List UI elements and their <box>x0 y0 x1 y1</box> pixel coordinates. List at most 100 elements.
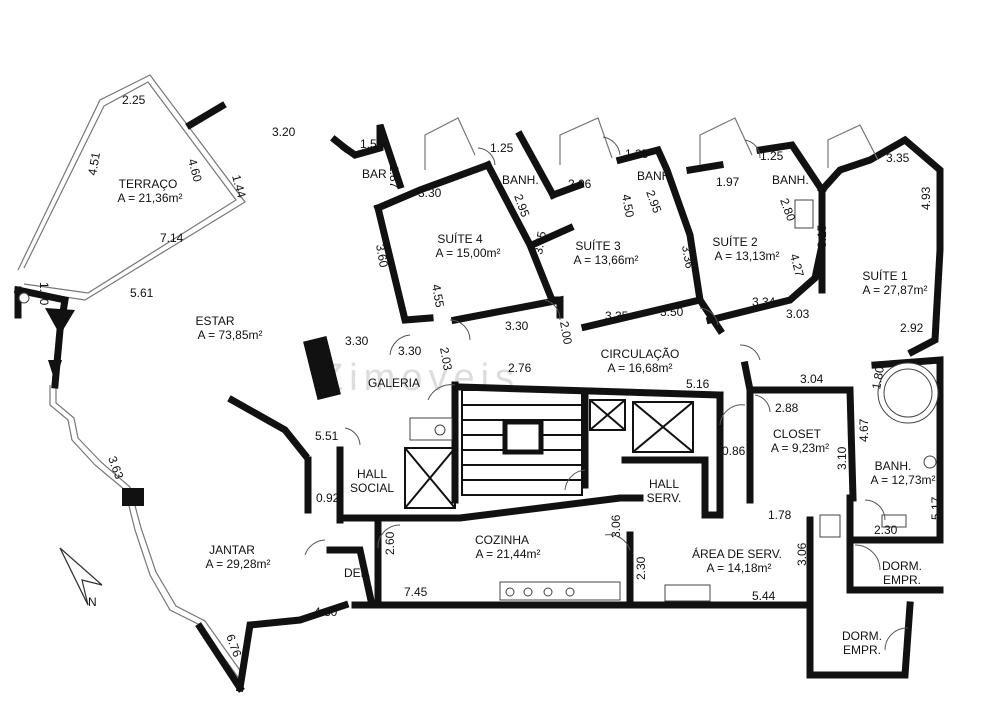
dim: 2.30 <box>634 556 648 580</box>
dim: 3.30 <box>418 186 442 200</box>
room-jantar: JANTAR A = 29,28m² <box>205 543 270 571</box>
room-name: CIRCULAÇÃO <box>601 347 680 361</box>
room-name: SUÍTE 1 <box>862 268 908 283</box>
room-area: A = 15,00m² <box>435 246 500 260</box>
dim: 2.95 <box>643 188 664 215</box>
label-dep: DEP. <box>344 566 370 580</box>
room-suite4: SUÍTE 4 A = 15,00m² <box>435 231 500 260</box>
dim: 2.06 <box>568 177 592 191</box>
dim: 4.27 <box>787 252 807 278</box>
dim: 3.60 <box>373 243 391 269</box>
north-arrow-icon: N <box>59 547 103 609</box>
terrace-railing <box>17 74 246 301</box>
room-area: A = 21,36m² <box>117 191 182 205</box>
room-terraco: TERRAÇO A = 21,36m² <box>117 177 182 205</box>
dim: 1.80 <box>869 365 887 391</box>
room-area: A = 13,66m² <box>573 253 638 267</box>
room-area: A = 21,44m² <box>475 547 540 561</box>
dim: 2.00 <box>557 320 575 346</box>
dim: 3.03 <box>786 307 810 321</box>
dim: 6.76 <box>223 632 244 659</box>
dim: 2.03 <box>437 346 455 372</box>
dim: 5.16 <box>686 377 710 391</box>
dim: 4.50 <box>619 193 637 219</box>
room-name: BANH. <box>875 459 912 473</box>
dim: 3.36 <box>679 244 697 270</box>
room-name: SUÍTE 3 <box>575 238 621 253</box>
room-name: ESTAR <box>195 314 234 328</box>
dim: 5.51 <box>315 429 339 443</box>
dim: 2.25 <box>122 93 146 107</box>
dim: 3.20 <box>272 125 296 139</box>
dim: 5.17 <box>929 496 943 520</box>
label-hall-social-2: SOCIAL <box>350 481 394 495</box>
north-label: N <box>88 595 97 609</box>
dim: 5.44 <box>752 589 776 603</box>
column-terrace-2 <box>48 360 62 382</box>
fixtures <box>18 199 939 602</box>
dim: 2.92 <box>900 321 924 335</box>
dim: 7.14 <box>160 231 184 245</box>
dim: 4.60 <box>185 157 205 183</box>
dim: 1.30 <box>37 282 51 306</box>
dim: 2.60 <box>383 531 397 555</box>
dim: 1.25 <box>760 149 784 163</box>
label-dorm-empr-1b: EMPR. <box>883 573 921 587</box>
dim: 3.06 <box>795 542 809 566</box>
label-galeria: GALERIA <box>368 376 420 390</box>
label-dorm-empr-1: DORM. <box>882 559 922 573</box>
dim: 4.93 <box>919 186 933 210</box>
room-name: JANTAR <box>209 543 255 557</box>
room-area: A = 29,28m² <box>205 557 270 571</box>
room-closet: CLOSET A = 9,23m² <box>771 427 829 455</box>
room-suite3: SUÍTE 3 A = 13,66m² <box>573 238 638 267</box>
suite-balconies <box>424 117 879 170</box>
dim: 3.04 <box>800 372 824 386</box>
door-swings <box>304 136 909 651</box>
dim: 3.30 <box>505 319 529 333</box>
room-suite2: SUÍTE 2 A = 13,13m² <box>712 234 779 263</box>
stairs <box>461 389 583 496</box>
dim: 1.78 <box>768 508 792 522</box>
dim: 3.63 <box>105 454 126 481</box>
dim: 3.45 <box>531 230 549 256</box>
dim: 1.25 <box>490 141 514 155</box>
label-banh-suite3: BANH. <box>637 169 674 183</box>
living-facade-glass <box>49 385 245 681</box>
dim: 0.92 <box>316 491 340 505</box>
room-suite1: SUÍTE 1 A = 27,87m² <box>862 268 927 297</box>
dim: 3.35 <box>605 309 629 323</box>
dim: 4.30 <box>314 605 338 619</box>
room-area: A = 27,87m² <box>862 283 927 297</box>
room-area-servico: ÁREA DE SERV. A = 14,18m² <box>692 546 782 575</box>
room-name: SUÍTE 2 <box>712 234 758 249</box>
dim: 3.15 <box>815 224 829 248</box>
room-area: A = 14,18m² <box>706 561 771 575</box>
room-area: A = 16,68m² <box>607 361 672 375</box>
dim: 4.67 <box>857 418 871 442</box>
dim: 7.45 <box>404 585 428 599</box>
dim: 1.44 <box>229 173 249 199</box>
room-name: COZINHA <box>475 533 529 547</box>
room-name: CLOSET <box>773 427 822 441</box>
label-banh-suite4: BANH. <box>502 173 539 187</box>
label-hall-serv-1: HALL <box>649 477 679 491</box>
room-name: SUÍTE 4 <box>437 231 483 246</box>
room-estar: ESTAR A = 73,85m² <box>195 314 262 342</box>
dim: 3.30 <box>398 344 422 358</box>
room-area: A = 12,73m² <box>870 473 935 487</box>
watermark: Zimoveis <box>320 357 520 399</box>
room-circulacao: CIRCULAÇÃO A = 16,68m² <box>601 347 680 375</box>
dim: 4.51 <box>85 151 103 177</box>
dim: 3.06 <box>609 514 623 538</box>
dim: 3.34 <box>752 295 776 309</box>
column-facade <box>122 488 144 506</box>
dim: 2.76 <box>508 361 532 375</box>
dim: 1.97 <box>716 175 740 189</box>
label-bar: BAR <box>362 167 387 181</box>
dim: 3.10 <box>835 446 849 470</box>
room-cozinha: COZINHA A = 21,44m² <box>475 533 541 561</box>
dim: 1.35 <box>625 147 649 161</box>
